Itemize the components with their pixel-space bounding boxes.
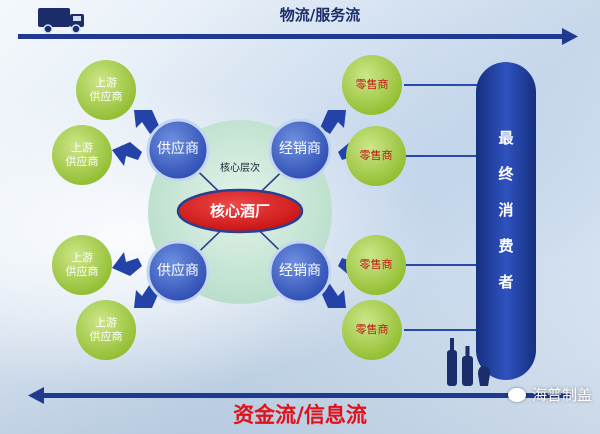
consumer-pill <box>476 62 536 380</box>
dealer-node <box>268 118 332 182</box>
upstream-supplier-node <box>52 235 112 295</box>
retailer-node <box>346 126 406 186</box>
upstream-supplier-node <box>76 60 136 120</box>
retailer-node <box>342 55 402 115</box>
retailer-nodes <box>342 55 406 360</box>
retailer-node <box>342 300 402 360</box>
top-flow-arrow <box>18 28 578 45</box>
core-brewery-ellipse <box>176 188 304 234</box>
tier-nodes <box>146 118 332 304</box>
bottles-icon <box>447 338 490 386</box>
upstream-nodes <box>52 60 136 360</box>
dealer-node <box>268 240 332 304</box>
truck-icon <box>38 8 84 34</box>
supplier-node <box>146 240 210 304</box>
supplier-upstream-arrows <box>112 110 160 308</box>
upstream-supplier-node <box>76 300 136 360</box>
supplier-node <box>146 118 210 182</box>
upstream-supplier-node <box>52 125 112 185</box>
bottom-flow-arrow <box>28 387 570 404</box>
retail-consumer-links <box>404 84 488 331</box>
retailer-node <box>346 235 406 295</box>
